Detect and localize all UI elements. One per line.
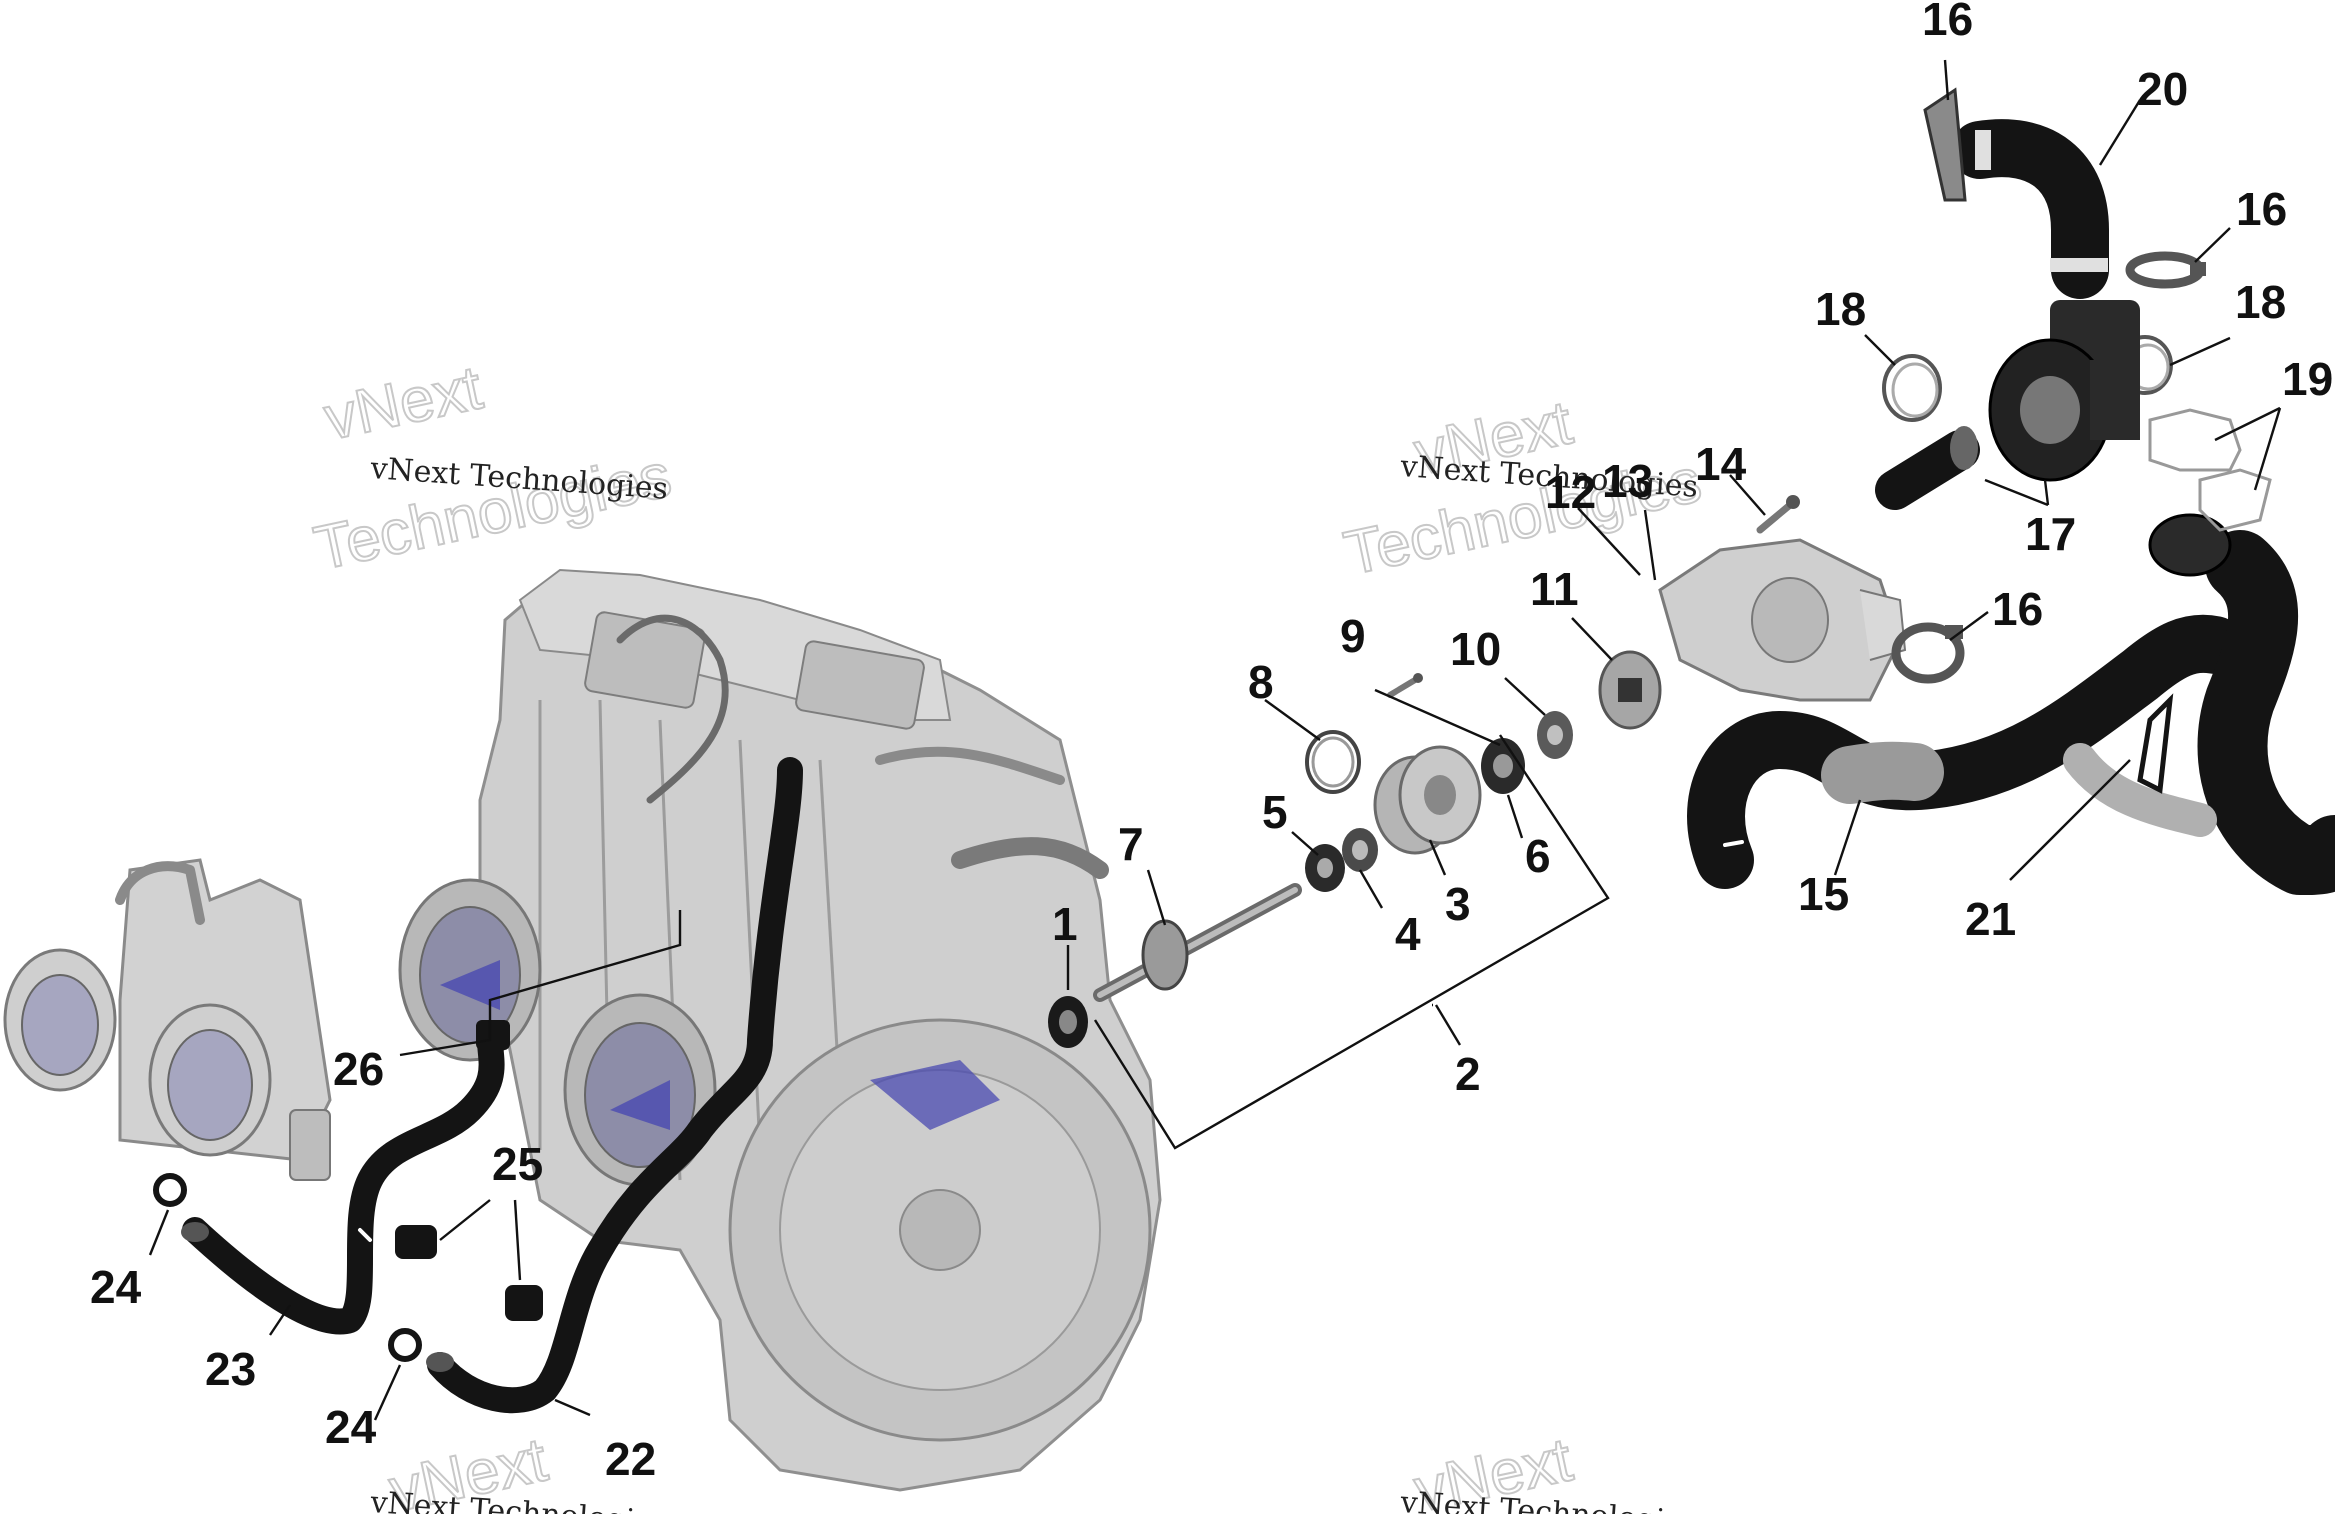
hose-clamps-left	[153, 1020, 543, 1372]
thermostat-part-17	[1875, 426, 1980, 510]
callout-1: 1	[1052, 898, 1078, 950]
housing-part-3	[1373, 745, 1482, 855]
callout-25: 25	[492, 1138, 543, 1190]
callout-18-right: 18	[2235, 276, 2286, 328]
callout-23: 23	[205, 1343, 256, 1395]
callout-16-top: 16	[1922, 0, 1973, 45]
callout-5: 5	[1262, 786, 1288, 838]
thermostat-housing-17	[1988, 300, 2140, 482]
engine-block	[398, 568, 1162, 1492]
seal-part-1	[1048, 996, 1088, 1048]
pump-cover-part-12-13	[1658, 538, 1907, 702]
callout-22: 22	[605, 1433, 656, 1485]
seal-part-6	[1481, 738, 1525, 794]
watermark-top-left: vNext Technologies vNext Technologies	[308, 352, 678, 584]
hose-22	[427, 757, 803, 1414]
callout-4: 4	[1395, 908, 1421, 960]
elbow-hose-20	[1951, 119, 2109, 299]
callout-17: 17	[2025, 508, 2076, 560]
hose-15	[1687, 614, 2244, 889]
impeller-part-11	[1598, 650, 1662, 730]
intake-port-1	[398, 878, 542, 1062]
clamp-part-16-top	[1923, 87, 1967, 202]
throttle-body-assembly	[3, 858, 332, 1181]
callout-24-bottom: 24	[325, 1401, 377, 1453]
callout-8: 8	[1248, 656, 1274, 708]
oring-part-18-left	[1882, 354, 1942, 422]
callout-16-upper: 16	[2236, 183, 2287, 235]
callout-7: 7	[1118, 818, 1144, 870]
callout-2: 2	[1455, 1048, 1481, 1100]
callout-15: 15	[1798, 868, 1849, 920]
clamp-part-16-upper	[2125, 251, 2206, 289]
callout-16-mid: 16	[1992, 583, 2043, 635]
bolt-part-14	[1756, 495, 1800, 534]
bearing-part-4	[1342, 828, 1378, 872]
leader-lines	[148, 59, 2282, 1421]
callout-21: 21	[1965, 893, 2016, 945]
shaft-part-7	[1093, 883, 1302, 1002]
callout-9: 9	[1340, 610, 1366, 662]
watermark-bottom-right: vNext vNext Technologies	[1398, 1424, 1699, 1514]
hose-21	[2063, 513, 2335, 895]
callout-19: 19	[2282, 353, 2333, 405]
bolt-part-9	[1387, 673, 1423, 698]
hose-23	[182, 1027, 505, 1335]
callout-labels: 1 2 3 4 5 6 7 8 9 10 11 12 13 14 15 16 1…	[90, 0, 2333, 1485]
callout-11: 11	[1530, 563, 1579, 615]
callout-12: 12	[1545, 466, 1596, 518]
callout-13: 13	[1602, 455, 1653, 507]
callout-20: 20	[2137, 63, 2188, 115]
ring-part-8	[1305, 730, 1361, 794]
callout-14: 14	[1695, 438, 1747, 490]
bearing-part-5	[1305, 844, 1345, 892]
callout-3: 3	[1445, 878, 1471, 930]
callout-10: 10	[1450, 623, 1501, 675]
callout-6: 6	[1525, 830, 1551, 882]
callout-18-left: 18	[1815, 283, 1866, 335]
callout-26: 26	[333, 1043, 384, 1095]
gasket-part-19	[2148, 408, 2272, 532]
callout-24-left: 24	[90, 1261, 142, 1313]
watermark-big-text: vNext	[319, 353, 488, 453]
clip-part-21	[2137, 693, 2174, 794]
washer-part-10	[1537, 711, 1573, 759]
clamp-part-16-mid	[1891, 622, 1965, 684]
